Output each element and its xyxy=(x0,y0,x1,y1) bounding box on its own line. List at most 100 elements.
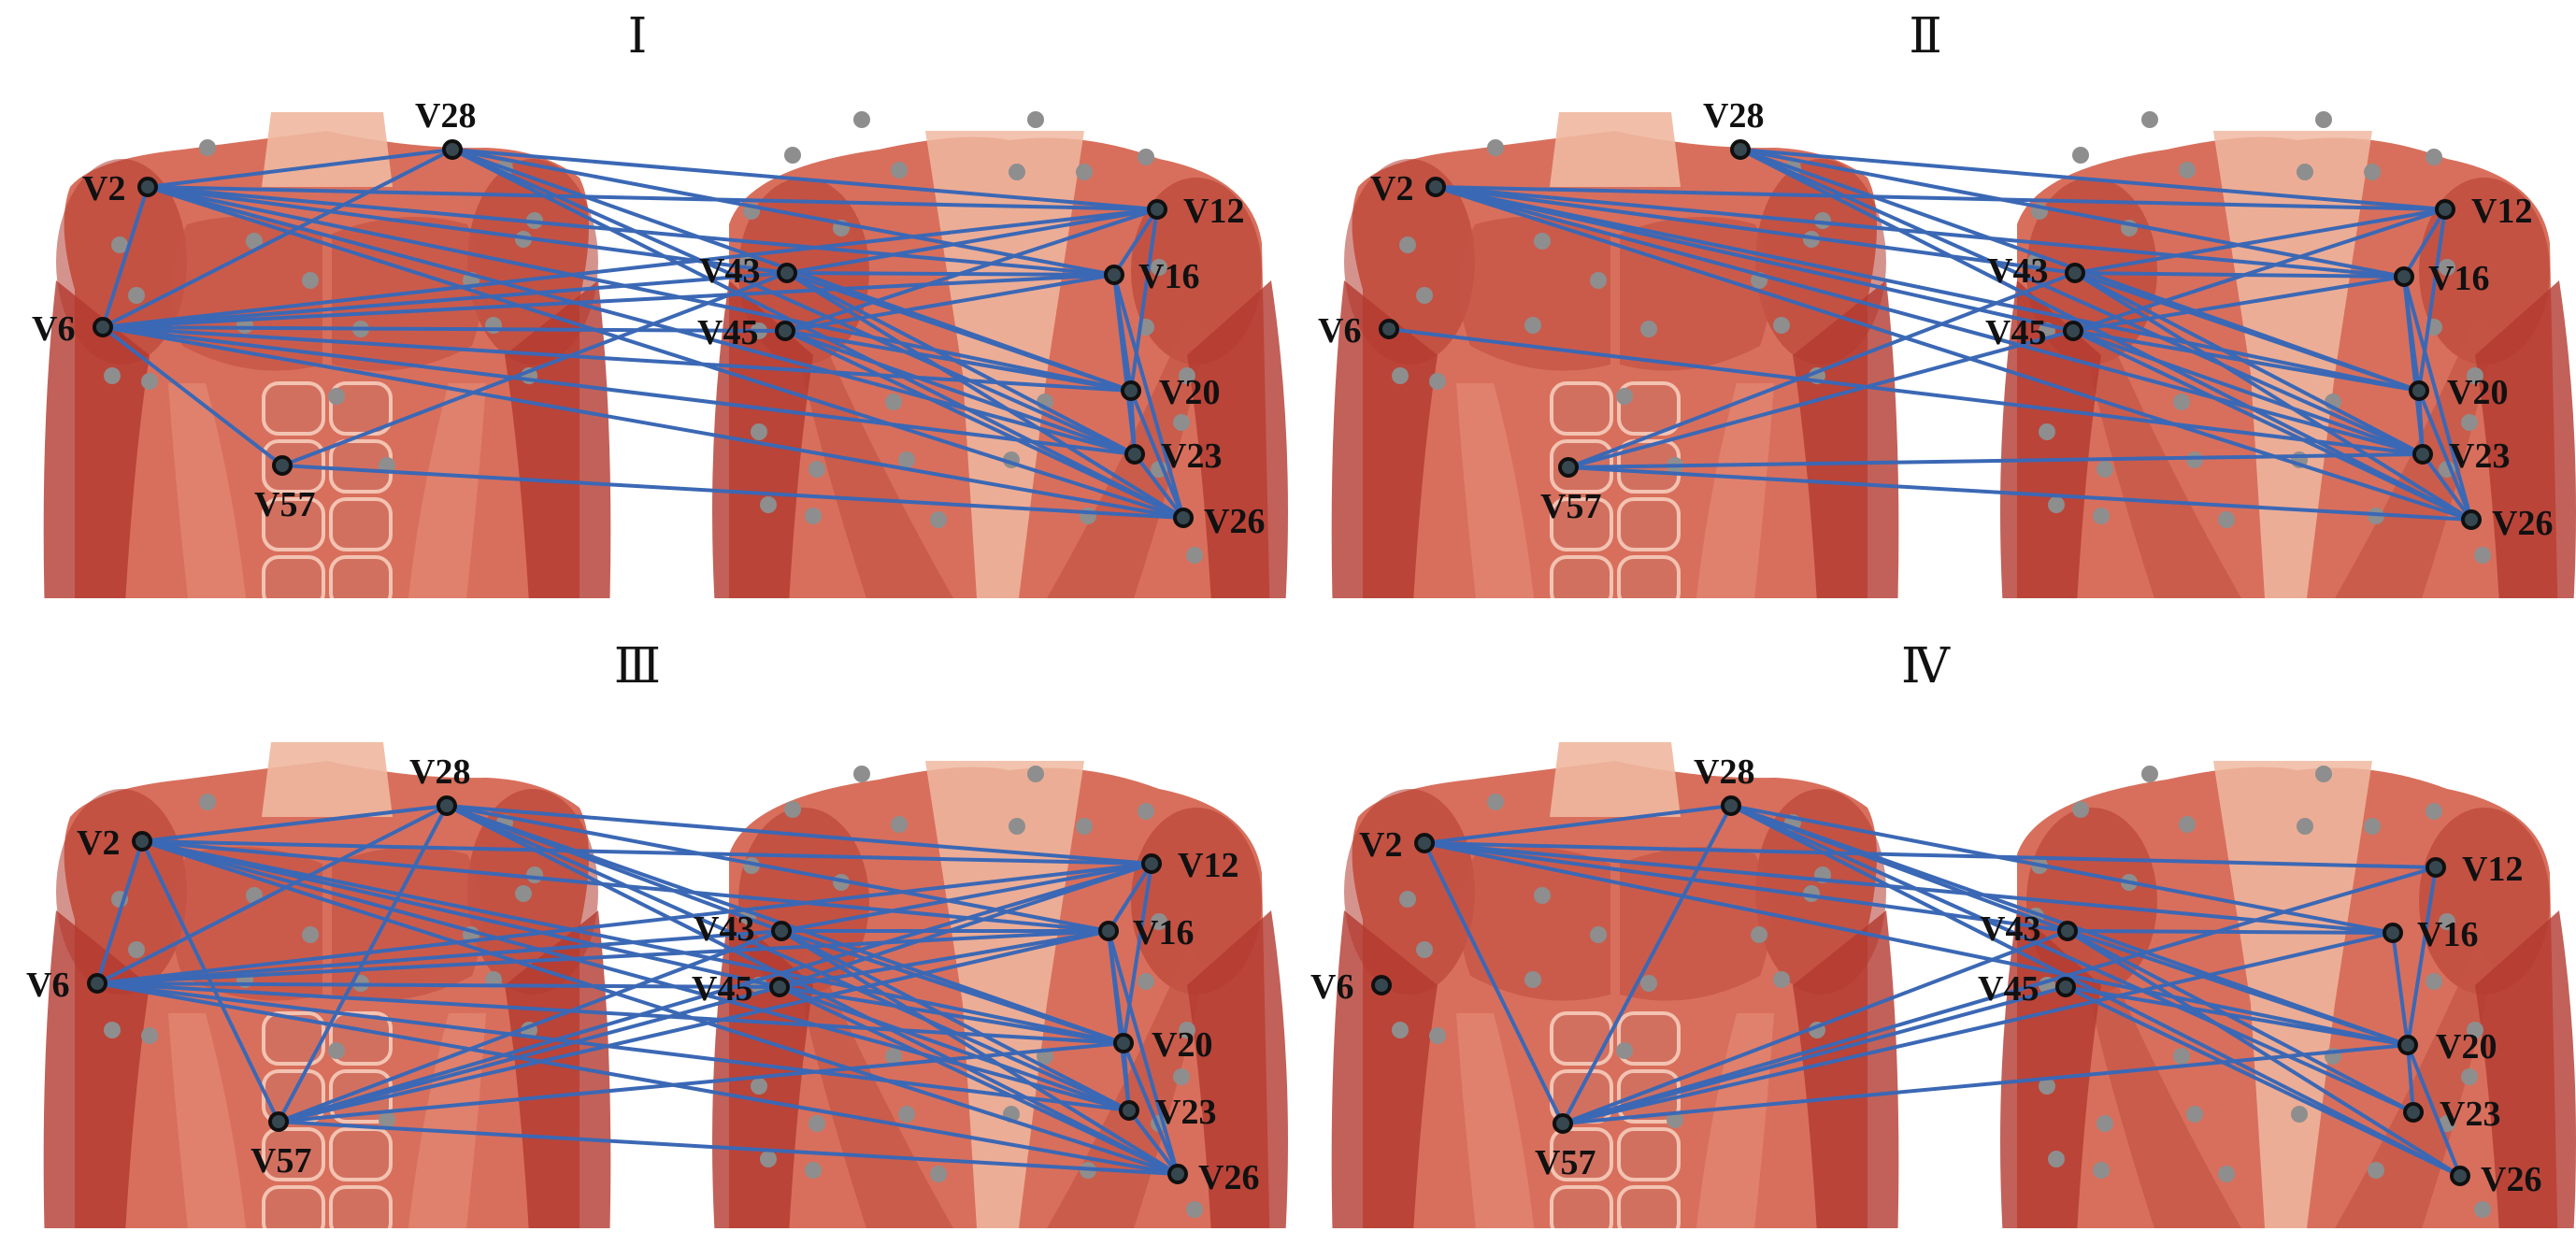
unused-electrode-dot xyxy=(328,388,345,405)
edge-V57-V45 xyxy=(277,985,781,1124)
unused-electrode-dot xyxy=(2048,496,2065,513)
edge-V12-V20 xyxy=(1129,208,1159,393)
unused-electrode-dot xyxy=(1179,367,1195,384)
unused-electrode-dot xyxy=(1616,388,1633,405)
unused-electrode-dot xyxy=(885,394,902,410)
unused-electrode-dot xyxy=(760,496,777,513)
left-pectoral-shape xyxy=(1459,217,1610,371)
abdominal-muscles xyxy=(1550,1011,1681,1239)
left-arm-shape xyxy=(43,280,150,630)
edge-V12-V16 xyxy=(1112,208,1159,277)
node-label-V43: V43 xyxy=(699,251,760,291)
edge-V12-V20 xyxy=(2417,208,2447,393)
unused-electrode-dot xyxy=(1751,926,1767,943)
edge-V57-V12 xyxy=(277,862,1153,1124)
edge-V45-V23 xyxy=(2071,329,2425,456)
unused-electrode-dot xyxy=(1487,794,1504,810)
edge-V45-V12 xyxy=(783,208,1159,333)
ab-segment xyxy=(1550,497,1613,551)
edge-V16-V26 xyxy=(2402,275,2473,522)
ab-segment xyxy=(1617,381,1681,436)
unused-electrode-dot xyxy=(2461,414,2478,431)
node-V28 xyxy=(442,139,463,160)
unused-electrode-dot xyxy=(2097,1115,2113,1132)
edge-V57-V26 xyxy=(280,464,1185,520)
edge-V57-V43 xyxy=(1567,271,2077,469)
ab-segment xyxy=(1617,1011,1681,1066)
unused-electrode-dot xyxy=(751,1078,767,1095)
unused-electrode-dot xyxy=(1524,317,1541,334)
edge-V6-V45 xyxy=(95,981,781,989)
unused-electrode-dot xyxy=(302,272,319,289)
unused-electrode-dot xyxy=(2141,766,2158,782)
node-V43 xyxy=(777,263,797,283)
unused-electrode-dot xyxy=(128,941,145,958)
node-V23 xyxy=(1119,1100,1139,1121)
edge-V57-V45 xyxy=(1567,329,2075,469)
node-label-V6: V6 xyxy=(1318,311,1361,351)
edge-V28-V12 xyxy=(451,148,1159,211)
node-V2 xyxy=(132,831,152,852)
unused-electrode-dot xyxy=(141,1027,158,1044)
unused-electrode-dot xyxy=(2179,816,2196,833)
edge-V2-V16 xyxy=(140,839,1110,933)
node-V2 xyxy=(137,177,158,197)
panel-title: Ⅳ xyxy=(1901,640,1951,694)
node-label-V2: V2 xyxy=(77,823,120,863)
node-label-V45: V45 xyxy=(1985,313,2046,352)
unused-electrode-dot xyxy=(853,766,870,782)
right-rear-arm-shape xyxy=(1187,910,1288,1260)
unused-electrode-dot xyxy=(885,1048,902,1065)
edge-V28-V12 xyxy=(445,804,1153,866)
edge-V45-V26 xyxy=(783,329,1185,520)
edge-V2-V6 xyxy=(95,839,144,985)
edge-V2-V45 xyxy=(1434,185,2075,333)
node-label-V12: V12 xyxy=(2462,850,2523,889)
node-V6 xyxy=(87,973,107,994)
edge-V28-V26 xyxy=(451,148,1185,520)
edge-V43-V20 xyxy=(780,929,1125,1045)
left-arm-shape xyxy=(1331,280,1438,630)
node-label-V20: V20 xyxy=(2447,373,2508,412)
ab-segment xyxy=(1617,497,1681,551)
edge-V2-V57 xyxy=(1423,841,1565,1125)
ab-segment xyxy=(262,1127,325,1181)
node-V16 xyxy=(2394,266,2414,287)
edge-V57-V12 xyxy=(1561,866,2438,1125)
ab-segment xyxy=(262,381,325,436)
ab-segment xyxy=(262,497,325,551)
node-V43 xyxy=(2057,921,2078,941)
spine-area-shape xyxy=(2213,131,2372,630)
node-label-V23: V23 xyxy=(1155,1093,1216,1132)
edge-V6-V26 xyxy=(95,981,1180,1176)
edge-V2-V57 xyxy=(140,839,280,1124)
edge-V45-V26 xyxy=(778,985,1180,1176)
edge-V43-V12 xyxy=(2073,208,2447,275)
node-V20 xyxy=(1121,380,1141,401)
unused-electrode-dot xyxy=(1080,508,1096,524)
node-label-V20: V20 xyxy=(1152,1025,1212,1065)
unused-electrode-dot xyxy=(2097,461,2113,478)
unused-electrode-dot xyxy=(2218,511,2235,528)
unused-electrode-dot xyxy=(1667,1111,1683,1128)
unused-electrode-dot xyxy=(1640,321,1657,337)
edge-V2-V26 xyxy=(1434,185,2473,522)
unused-electrode-dot xyxy=(1416,941,1433,958)
edge-V2-V26 xyxy=(146,185,1185,520)
ab-segment xyxy=(1550,1127,1613,1181)
unused-electrode-dot xyxy=(1429,373,1446,390)
unused-electrode-dot xyxy=(1773,317,1790,334)
edge-V28-V2 xyxy=(140,804,449,843)
edge-V43-V20 xyxy=(2073,271,2421,393)
edge-V45-V12 xyxy=(2071,208,2447,333)
edge-V43-V20 xyxy=(2066,929,2410,1047)
node-label-V28: V28 xyxy=(409,752,470,792)
unused-electrode-dot xyxy=(2048,1151,2065,1167)
node-label-V6: V6 xyxy=(32,309,75,349)
node-label-V2: V2 xyxy=(1359,825,1402,865)
